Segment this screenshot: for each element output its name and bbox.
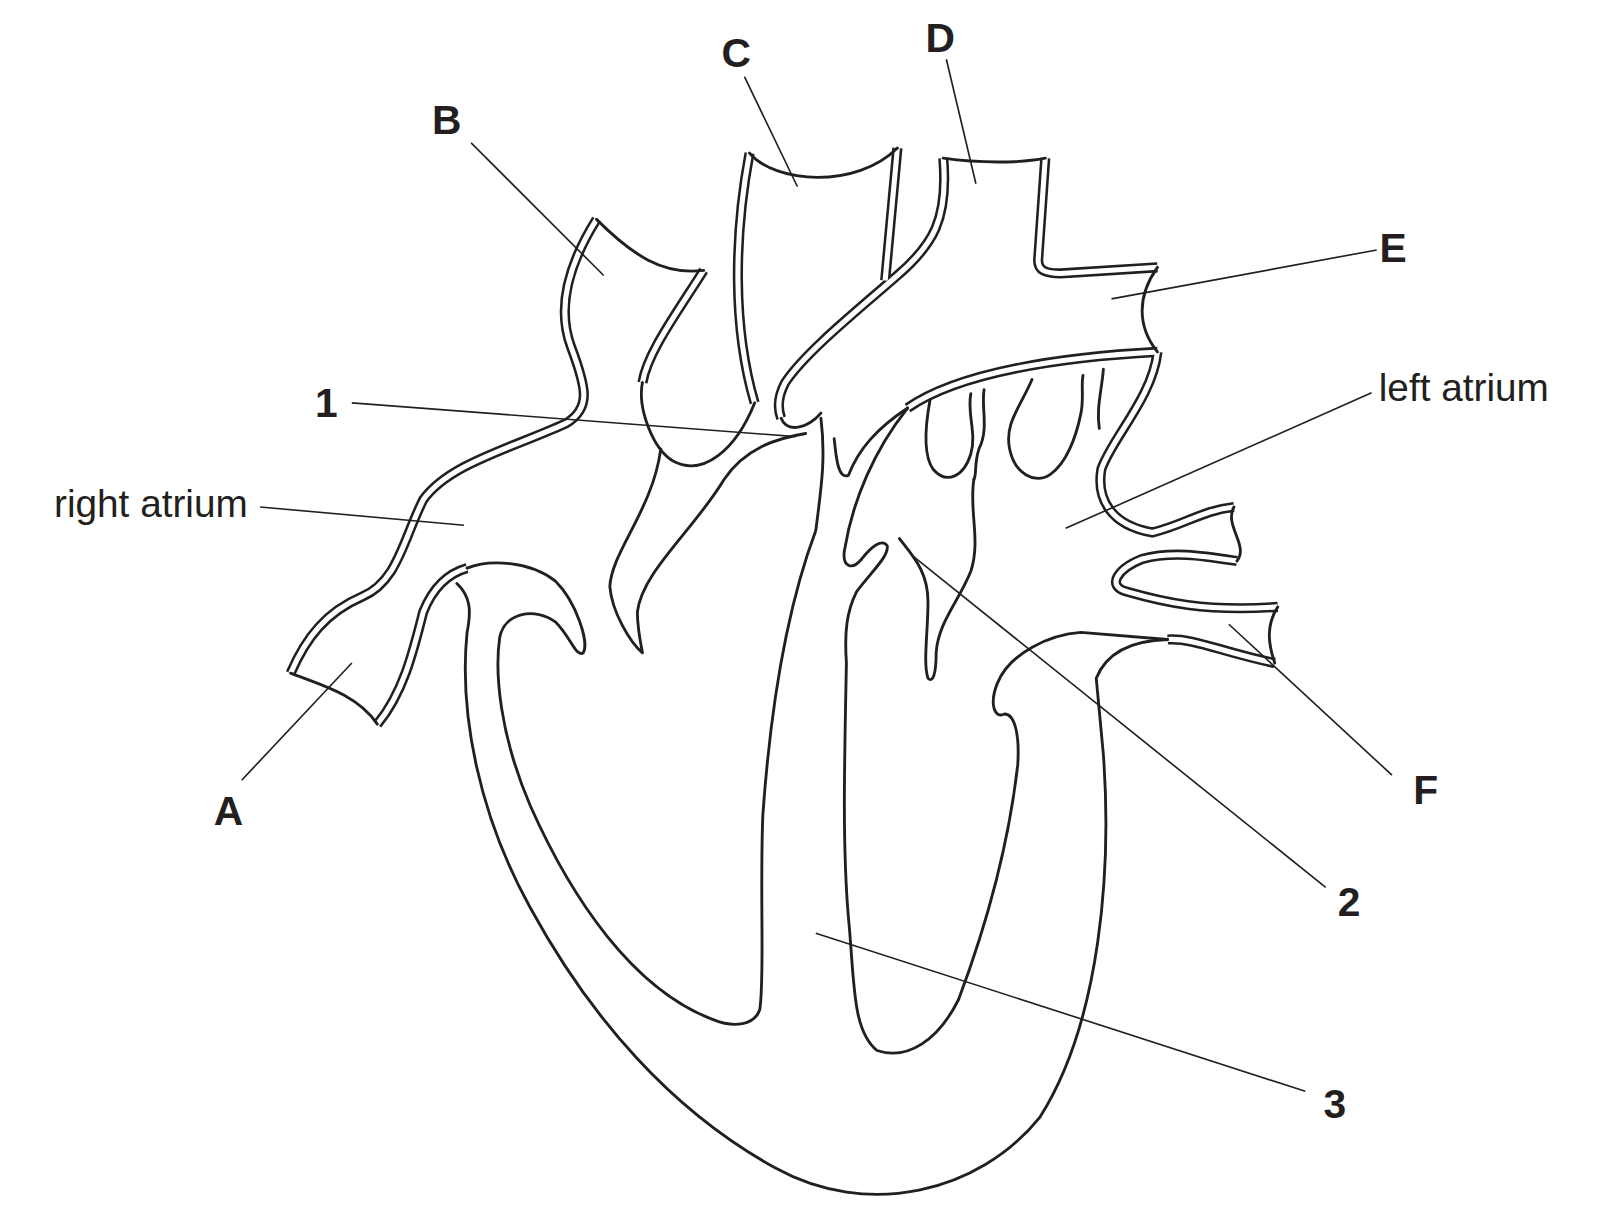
vessel-opening [750, 148, 898, 177]
vessel-wall [1038, 158, 1157, 273]
valve-flap [781, 413, 821, 427]
leader-line [352, 403, 796, 437]
vessel-wall [1116, 555, 1278, 609]
leader-line [913, 556, 1326, 887]
vessel-wall [291, 219, 597, 673]
leader-line [744, 77, 797, 187]
callout-letter: B [432, 100, 461, 141]
vessel-wall [885, 148, 897, 281]
leader-line [816, 933, 1305, 1091]
vessel-wall [738, 153, 755, 403]
vessel-opening [1142, 267, 1157, 352]
vein-loop [1009, 375, 1083, 478]
leader-line [1112, 250, 1377, 299]
callout-number: 3 [1324, 1084, 1347, 1125]
callout-letter: E [1379, 227, 1406, 268]
outflow-wall [610, 434, 806, 653]
vessel-opening [1231, 507, 1240, 561]
leader-line [1229, 624, 1392, 775]
vein-loop [1098, 369, 1103, 428]
callout-number: 2 [1338, 882, 1361, 923]
vessel-wall [642, 270, 703, 382]
leader-line [1066, 393, 1372, 529]
vessel-wall [1038, 158, 1157, 273]
leader-line [242, 663, 352, 780]
vein-loop [974, 390, 984, 480]
callout-letter: C [722, 33, 751, 74]
vein-loop [926, 394, 973, 478]
vessel-wall [1116, 555, 1278, 609]
vessel-wall [642, 270, 703, 382]
vessel-wall [779, 158, 944, 418]
vessel-wall [779, 158, 944, 418]
atrium-wall [641, 383, 754, 466]
vessel-opening [1269, 607, 1277, 663]
vessel-wall [1100, 352, 1234, 532]
leader-line [260, 507, 464, 525]
vessel-wall [1100, 352, 1234, 532]
vessel-wall [885, 148, 897, 281]
leader-line [471, 143, 604, 276]
vessel-wall [377, 568, 467, 724]
vessel-opening [943, 158, 1045, 162]
callout-letter: A [214, 790, 243, 831]
part-name: right atrium [54, 484, 248, 523]
vessel-wall [291, 219, 597, 673]
part-name: left atrium [1379, 368, 1549, 407]
leader-lines [242, 59, 1392, 1091]
valve-flap [899, 479, 975, 679]
vessel-opening [597, 219, 704, 271]
callout-number: 1 [315, 382, 338, 423]
callout-letter: D [925, 17, 954, 58]
ventricle-wall [467, 418, 823, 1024]
heart-outline [291, 148, 1278, 1194]
vessel-wall [377, 568, 467, 724]
leader-line [946, 59, 976, 183]
callout-letter: F [1413, 770, 1438, 811]
vessel-wall [738, 153, 755, 403]
